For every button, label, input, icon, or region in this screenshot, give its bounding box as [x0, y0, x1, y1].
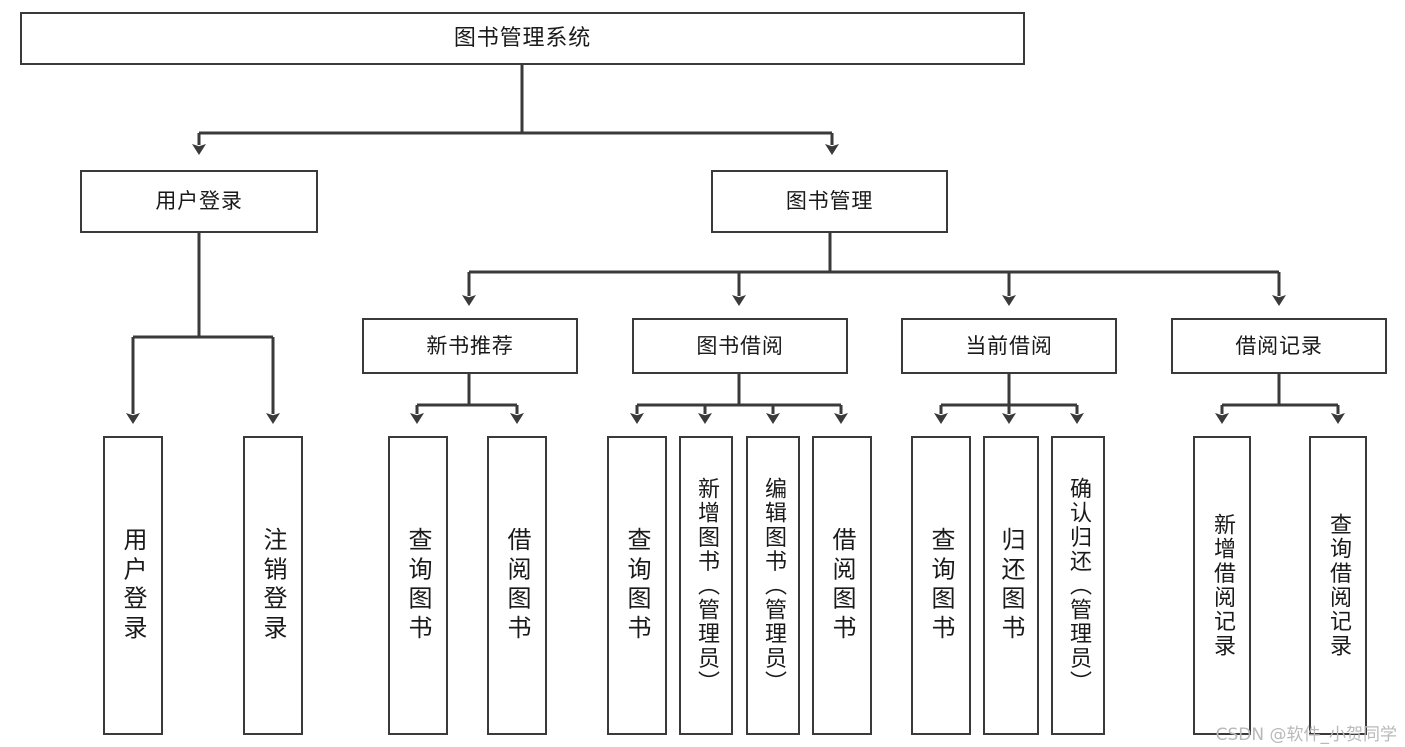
leaf-query-book-new-book[interactable]: 查询图书 [388, 436, 448, 735]
node-label: 图书借阅 [696, 333, 784, 358]
node-label: 查询图书 [927, 526, 955, 645]
node-book-management[interactable]: 图书管理 [711, 170, 948, 233]
node-current-borrowing[interactable]: 当前借阅 [901, 318, 1117, 374]
node-label: 查询借阅记录 [1326, 512, 1351, 659]
leaf-confirm-return-admin[interactable]: 确认归还（管理员） [1051, 436, 1105, 735]
node-label: 图书管理 [785, 189, 874, 214]
node-borrowing-records[interactable]: 借阅记录 [1171, 318, 1387, 374]
leaf-query-book-current[interactable]: 查询图书 [911, 436, 971, 735]
node-label: 编辑图书（管理员） [761, 476, 786, 695]
node-label: 归还图书 [997, 526, 1025, 645]
node-root-book-management-system[interactable]: 图书管理系统 [20, 12, 1025, 65]
node-label: 新增借阅记录 [1210, 512, 1235, 659]
leaf-logout[interactable]: 注销登录 [243, 436, 303, 735]
node-label: 借阅记录 [1235, 333, 1323, 358]
node-label: 查询图书 [623, 526, 651, 645]
leaf-query-book-borrowing[interactable]: 查询图书 [607, 436, 667, 735]
leaf-borrow-book-new-book[interactable]: 借阅图书 [487, 436, 547, 735]
node-label: 用户登录 [119, 526, 147, 645]
node-new-book-recommendation[interactable]: 新书推荐 [362, 318, 578, 374]
leaf-add-book-admin[interactable]: 新增图书（管理员） [679, 436, 733, 735]
node-label: 用户登录 [155, 189, 243, 214]
leaf-add-borrow-record[interactable]: 新增借阅记录 [1193, 436, 1251, 735]
leaf-query-borrow-record[interactable]: 查询借阅记录 [1309, 436, 1367, 735]
node-label: 当前借阅 [965, 333, 1053, 358]
node-user-login[interactable]: 用户登录 [80, 170, 318, 233]
node-label: 图书管理系统 [453, 25, 592, 51]
leaf-borrow-book-borrowing[interactable]: 借阅图书 [812, 436, 872, 735]
leaf-return-book[interactable]: 归还图书 [983, 436, 1039, 735]
node-label: 借阅图书 [828, 526, 856, 645]
node-label: 借阅图书 [503, 526, 531, 645]
leaf-user-login[interactable]: 用户登录 [103, 436, 163, 735]
csdn-watermark: CSDN @软件_小贺同学 [1215, 725, 1397, 745]
node-label: 注销登录 [259, 526, 287, 645]
leaf-edit-book-admin[interactable]: 编辑图书（管理员） [746, 436, 800, 735]
node-label: 新书推荐 [426, 333, 514, 358]
node-label: 确认归还（管理员） [1066, 476, 1091, 695]
node-label: 查询图书 [404, 526, 432, 645]
node-book-borrowing[interactable]: 图书借阅 [632, 318, 848, 374]
node-label: 新增图书（管理员） [694, 476, 719, 695]
